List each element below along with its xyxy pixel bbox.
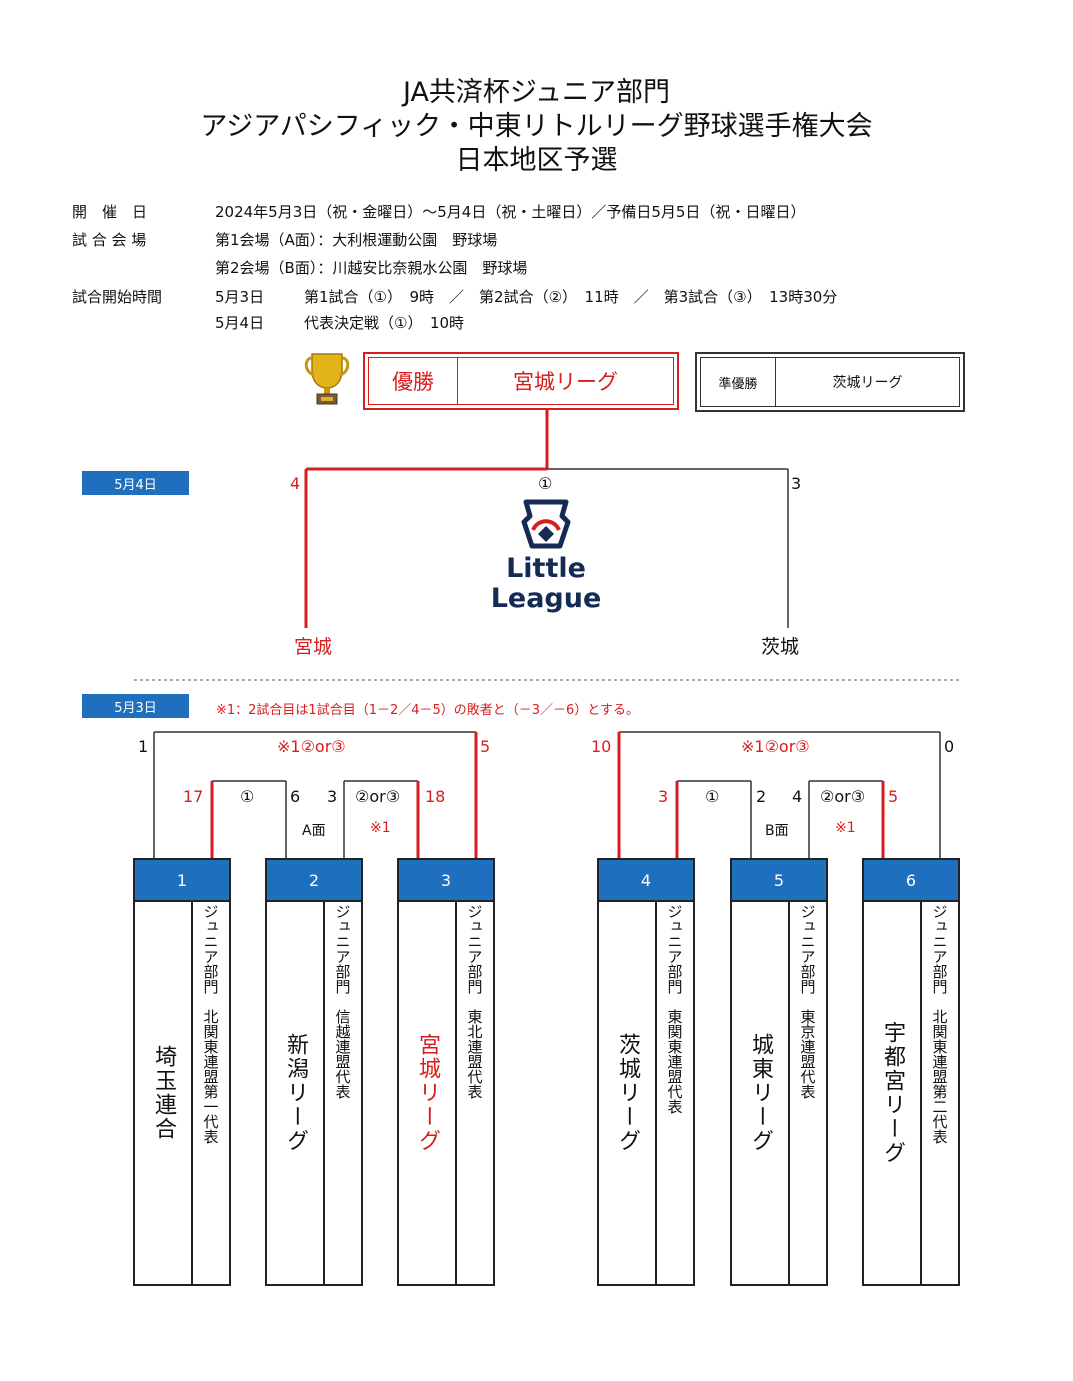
a-mark: ※1 bbox=[370, 820, 391, 836]
team-card-6: 6 宇都宮リーグ ジュニア部門 北関東連盟第二代表 bbox=[862, 858, 960, 1286]
final-game-label: ① bbox=[538, 474, 553, 493]
venue-a: 第1会場（A面）：大利根運動公園 野球場 bbox=[215, 231, 498, 249]
keystone-icon bbox=[521, 499, 571, 549]
b-g1-left-score: 3 bbox=[658, 787, 669, 806]
time-day2-date: 5月4日 bbox=[215, 314, 265, 332]
team-affiliation-text: ジュニア部門 東京連盟代表 bbox=[798, 904, 817, 1099]
a-g2-left-score: 3 bbox=[327, 787, 338, 806]
team-affiliation: ジュニア部門 信越連盟代表 bbox=[325, 902, 361, 1284]
team-name-text: 茨城リーグ bbox=[615, 1033, 640, 1153]
a-g2-label: ②or③ bbox=[355, 787, 401, 806]
team-affiliation: ジュニア部門 東関東連盟代表 bbox=[657, 902, 693, 1284]
team-number: 3 bbox=[399, 860, 493, 902]
team-affiliation-text: ジュニア部門 東北連盟代表 bbox=[465, 904, 484, 1099]
b-outer-left-score: 10 bbox=[591, 737, 612, 756]
champion-label: 優勝 bbox=[369, 358, 458, 404]
team-card-5: 5 城東リーグ ジュニア部門 東京連盟代表 bbox=[730, 858, 828, 1286]
team-number: 4 bbox=[599, 860, 693, 902]
day1-note: ※1：2試合目は1試合目（1－2／4－5）の敗者と（－3／－6）とする。 bbox=[216, 703, 639, 718]
team-affiliation-text: ジュニア部門 信越連盟代表 bbox=[333, 904, 352, 1099]
date-label: 開 催 日 bbox=[72, 203, 148, 221]
time-day2-value: 代表決定戦（①） 10時 bbox=[304, 314, 465, 332]
b-g2-left-score: 4 bbox=[792, 787, 803, 806]
final-right-team: 茨城 bbox=[761, 636, 800, 658]
champion-team: 宮城リーグ bbox=[513, 370, 618, 394]
logo-line2: League bbox=[490, 583, 602, 614]
team-affiliation-text: ジュニア部門 北関東連盟第二代表 bbox=[930, 904, 949, 1144]
time-label: 試合開始時間 bbox=[72, 288, 163, 306]
b-g1-label: ① bbox=[705, 787, 720, 806]
a-g1-label: ① bbox=[240, 787, 255, 806]
team-affiliation-text: ジュニア部門 東関東連盟代表 bbox=[665, 904, 684, 1114]
a-g1-left-score: 17 bbox=[183, 787, 204, 806]
a-g2-right-score: 18 bbox=[425, 787, 446, 806]
title-line3: 日本地区予選 bbox=[455, 145, 618, 176]
team-number: 5 bbox=[732, 860, 826, 902]
logo-line1: Little bbox=[506, 553, 586, 584]
team-card-3: 3 宮城リーグ ジュニア部門 東北連盟代表 bbox=[397, 858, 495, 1286]
a-outer-label: ※1②or③ bbox=[277, 737, 346, 756]
runner-up-label: 準優勝 bbox=[701, 358, 776, 406]
team-affiliation: ジュニア部門 北関東連盟第一代表 bbox=[193, 902, 229, 1284]
date-value: 2024年5月3日（祝・金曜日）～5月4日（祝・土曜日）／予備日5月5日（祝・日… bbox=[215, 203, 806, 221]
time-day1-date: 5月3日 bbox=[215, 288, 265, 306]
team-name-text: 宇都宮リーグ bbox=[880, 1021, 905, 1165]
a-field: A面 bbox=[302, 823, 326, 839]
little-league-logo: Little League bbox=[470, 496, 622, 622]
title-line1: JA共済杯ジュニア部門 bbox=[402, 77, 671, 108]
team-name-text: 新潟リーグ bbox=[283, 1033, 308, 1153]
team-affiliation: ジュニア部門 東北連盟代表 bbox=[457, 902, 493, 1284]
team-affiliation: ジュニア部門 北関東連盟第二代表 bbox=[922, 902, 958, 1284]
final-right-score: 3 bbox=[791, 474, 802, 493]
venue-b: 第2会場（B面）：川越安比奈親水公園 野球場 bbox=[215, 259, 528, 277]
team-number: 2 bbox=[267, 860, 361, 902]
time-day1-value: 第1試合（①） 9時 ／ 第2試合（②） 11時 ／ 第3試合（③） 13時30… bbox=[304, 288, 838, 306]
b-outer-label: ※1②or③ bbox=[741, 737, 810, 756]
venue-label: 試 合 会 場 bbox=[72, 231, 147, 249]
team-number: 1 bbox=[135, 860, 229, 902]
team-affiliation: ジュニア部門 東京連盟代表 bbox=[790, 902, 826, 1284]
team-card-2: 2 新潟リーグ ジュニア部門 信越連盟代表 bbox=[265, 858, 363, 1286]
b-g1-right-score: 2 bbox=[756, 787, 767, 806]
champion-box: 優勝 宮城リーグ bbox=[363, 352, 679, 410]
team-name: 茨城リーグ bbox=[599, 902, 657, 1284]
team-card-4: 4 茨城リーグ ジュニア部門 東関東連盟代表 bbox=[597, 858, 695, 1286]
b-g2-label: ②or③ bbox=[820, 787, 866, 806]
trophy-icon bbox=[304, 353, 350, 405]
a-outer-right-score: 5 bbox=[480, 737, 491, 756]
team-name: 宮城リーグ bbox=[399, 902, 457, 1284]
team-name-text: 埼玉連合 bbox=[151, 1045, 176, 1141]
team-affiliation-text: ジュニア部門 北関東連盟第一代表 bbox=[201, 904, 220, 1144]
b-g2-right-score: 5 bbox=[888, 787, 899, 806]
team-name: 城東リーグ bbox=[732, 902, 790, 1284]
runner-up-team: 茨城リーグ bbox=[832, 375, 903, 391]
a-g1-right-score: 6 bbox=[290, 787, 301, 806]
team-name-text: 宮城リーグ bbox=[415, 1033, 440, 1153]
team-card-1: 1 埼玉連合 ジュニア部門 北関東連盟第一代表 bbox=[133, 858, 231, 1286]
team-name: 宇都宮リーグ bbox=[864, 902, 922, 1284]
runner-up-box: 準優勝 茨城リーグ bbox=[695, 352, 965, 412]
final-left-score: 4 bbox=[290, 474, 301, 493]
b-mark: ※1 bbox=[835, 820, 856, 836]
day2-label: 5月4日 bbox=[82, 471, 189, 495]
day1-label: 5月3日 bbox=[82, 694, 189, 718]
team-name-text: 城東リーグ bbox=[748, 1033, 773, 1153]
team-name: 新潟リーグ bbox=[267, 902, 325, 1284]
team-number: 6 bbox=[864, 860, 958, 902]
b-field: B面 bbox=[765, 823, 789, 839]
b-outer-right-score: 0 bbox=[944, 737, 955, 756]
final-left-team: 宮城 bbox=[294, 636, 333, 658]
team-name: 埼玉連合 bbox=[135, 902, 193, 1284]
title-line2: アジアパシフィック・中東リトルリーグ野球選手権大会 bbox=[200, 111, 873, 142]
a-outer-left-score: 1 bbox=[138, 737, 149, 756]
